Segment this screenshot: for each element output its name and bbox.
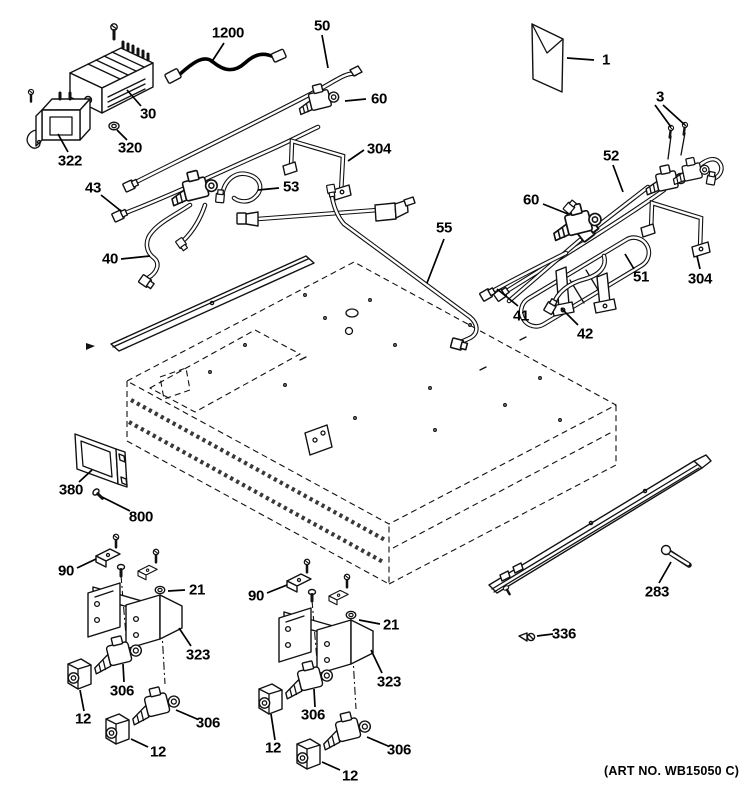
callout-336: 336 [551,625,577,643]
nut-320 [108,121,120,131]
tube-40 [137,205,205,291]
screw-336 [518,632,536,642]
callout-304-left: 304 [366,140,392,158]
callout-322: 322 [57,152,83,170]
main-body-frame [126,261,617,585]
callout-1: 1 [601,51,611,69]
callout-12-mid-upper: 12 [264,739,282,757]
bracket-304-right [640,199,711,258]
loop-tube-53 [214,174,261,203]
callout-43: 43 [84,179,102,197]
callout-42: 42 [576,325,594,343]
ignition-module-30 [69,22,154,114]
wire-harness-1200 [164,48,287,84]
callout-323-mid: 323 [376,673,402,691]
callout-90-left: 90 [57,562,75,580]
callout-21-mid: 21 [382,616,400,634]
callout-12-left-lower: 12 [149,743,167,761]
callout-283: 283 [644,583,670,601]
callout-60-right: 60 [522,191,540,209]
supply-pipe [236,196,416,227]
screw-800 [90,486,107,503]
callout-380: 380 [58,481,84,499]
spark-tube-50 [121,65,363,193]
callout-51: 51 [632,268,650,286]
callout-55: 55 [435,219,453,237]
valve-center [165,165,221,207]
callout-3: 3 [655,88,665,106]
bracket-304-left [282,137,352,201]
callout-306-mid-lower: 306 [386,741,412,759]
callout-304-right: 304 [687,270,713,288]
bottom-front-rail [488,454,712,597]
callout-90-mid: 90 [247,587,265,605]
callout-306-mid-upper: 306 [300,706,326,724]
vent-frame-380 [74,433,128,488]
callout-323-left: 323 [185,646,211,664]
tube-41 [478,253,566,303]
callout-21-left: 21 [188,581,206,599]
callout-306-left-upper: 306 [109,682,135,700]
double-valve-group [641,154,721,196]
transformer-322 [26,88,91,149]
callout-40: 40 [101,250,119,268]
envelope-1 [531,23,564,93]
callout-52: 52 [602,147,620,165]
callout-1200: 1200 [211,24,245,42]
callout-30: 30 [139,105,157,123]
callout-306-left-lower: 306 [195,714,221,732]
callout-53: 53 [282,178,300,196]
screws-3 [665,120,690,160]
callout-12-left-upper: 12 [74,710,92,728]
callout-12-mid-lower: 12 [341,767,359,785]
burner-valve-group-mid [259,559,373,769]
callout-60-left: 60 [370,90,388,108]
callout-50: 50 [313,17,331,35]
leader-lines [57,34,701,771]
callout-41: 41 [512,307,530,325]
callout-800: 800 [128,508,154,526]
top-left-rail [86,255,315,352]
callout-320: 320 [117,139,143,157]
pin-283 [660,544,692,568]
art-number: (ART NO. WB15050 C) [604,764,740,778]
